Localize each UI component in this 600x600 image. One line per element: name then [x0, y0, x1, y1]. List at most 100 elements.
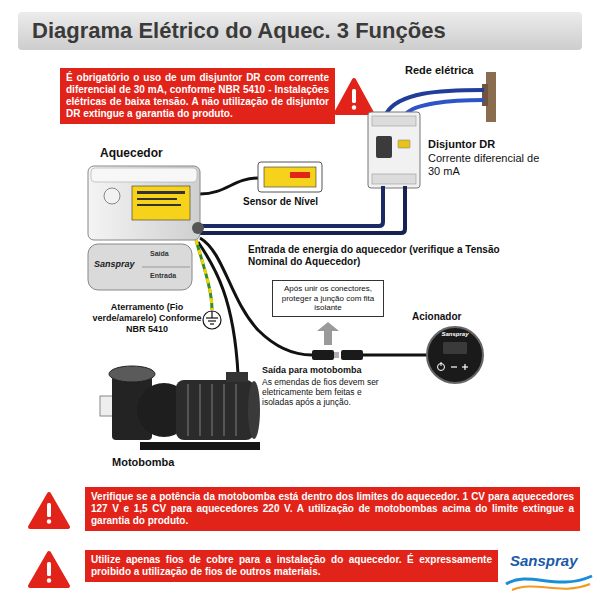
- minus-icon: [451, 366, 457, 367]
- ground-wire: [196, 240, 212, 310]
- motor-fin: [235, 384, 237, 436]
- terminal-box: [226, 372, 248, 382]
- strainer-lid: [109, 366, 155, 382]
- warning-triangle: [30, 494, 68, 527]
- ground-wire-stripe: [196, 240, 212, 310]
- exclamation-bar: [352, 89, 356, 103]
- logo-wave: [506, 576, 592, 584]
- plus-icon: [464, 364, 465, 370]
- motor-fin: [223, 384, 225, 436]
- ground-line: [206, 317, 218, 318]
- heater-sticker: [132, 186, 190, 220]
- part-label: Acionador: [412, 311, 492, 323]
- cable-gland: [192, 222, 204, 234]
- motor-body: [176, 380, 254, 440]
- plug: [312, 350, 334, 360]
- box-text: É obrigatório o uso de um disjuntor DR c…: [66, 72, 329, 120]
- box-text: Verifique se a potência da motobomba est…: [91, 491, 574, 527]
- power-icon: [441, 362, 442, 366]
- part-label: Sensor de Nível: [243, 196, 353, 208]
- ground-line: [210, 323, 214, 324]
- grid-wall: [482, 72, 496, 122]
- rcd-breaker: [368, 112, 420, 188]
- warning-icon: [30, 553, 68, 586]
- sensor-mark: [290, 172, 310, 178]
- ground-circle: [203, 311, 221, 329]
- part-note: Corrente diferencial de 30 mA: [428, 152, 553, 178]
- title-text: Diagrama Elétrico do Aquec. 3 Funções: [32, 14, 446, 48]
- sensor-cable: [200, 178, 258, 194]
- sensor-body: [258, 162, 322, 192]
- sensor-label: [264, 167, 316, 187]
- brand-mark: Sanspray: [435, 331, 475, 338]
- motor-fin: [187, 384, 189, 436]
- motor-fin: [211, 384, 213, 436]
- heater-body: [88, 166, 200, 240]
- callout-arrow-shaft: [324, 330, 332, 345]
- controller-body: [427, 327, 483, 383]
- box-text: Utilize apenas fios de cobre para a inst…: [91, 554, 492, 578]
- supply-cable: [200, 186, 405, 233]
- pipe-divider: [142, 267, 190, 268]
- warning-triangle: [30, 553, 68, 586]
- warning-icon: [30, 494, 68, 527]
- breaker-terminals: [372, 174, 416, 184]
- wall-bracket: [482, 84, 488, 106]
- part-label: Aquecedor: [100, 146, 200, 160]
- sticker-line: [137, 204, 181, 206]
- logo-wave: [512, 584, 590, 590]
- part-label: Saída para motobomba: [262, 365, 392, 376]
- exclamation-dot: [47, 578, 51, 582]
- pump-cable: [198, 242, 238, 374]
- breaker-toggle: [376, 136, 392, 158]
- warning-box: Verifique se a potência da motobomba est…: [85, 487, 580, 531]
- warning-box: Utilize apenas fios de cobre para a inst…: [85, 550, 498, 582]
- heater-pipe: [88, 244, 192, 290]
- warning-icon: [336, 80, 372, 113]
- breaker-body: [368, 112, 420, 188]
- exclamation-bar: [47, 562, 51, 576]
- motor-fin: [199, 384, 201, 436]
- supply-wire: [386, 90, 484, 114]
- box-text: Após unir os conectores, proteger a junç…: [277, 284, 379, 313]
- plug-pin: [334, 352, 339, 358]
- level-sensor: [258, 162, 322, 192]
- heater-lid: [91, 168, 197, 182]
- pump: [100, 366, 260, 450]
- part-label: Aterramento (Fio verde/amarelo) Conforme…: [92, 302, 202, 334]
- exclamation-bar: [47, 503, 51, 517]
- heater: [88, 166, 204, 290]
- part-label: Motobomba: [112, 456, 212, 469]
- part-label: Entrada de energia do aquecedor (verifiq…: [248, 244, 503, 268]
- motor-endcap: [248, 381, 260, 439]
- title-band: [18, 12, 582, 50]
- socket: [341, 350, 363, 360]
- brand-logo: Sanspray: [510, 552, 594, 570]
- exclamation-dot: [47, 519, 51, 523]
- ground-symbol: [203, 311, 221, 329]
- test-button: [398, 140, 410, 148]
- pump-base: [140, 442, 260, 450]
- note-text: As emendas de fios devem ser eletricamen…: [262, 377, 387, 408]
- sticker-line: [137, 191, 185, 194]
- exclamation-dot: [352, 105, 356, 109]
- ground-line: [208, 320, 216, 321]
- controller: [427, 327, 483, 383]
- part-label: Disjuntor DR: [428, 138, 568, 151]
- callout-box: Após unir os conectores, proteger a junç…: [272, 280, 384, 317]
- callout-arrow-head: [317, 322, 339, 331]
- pipe-label: Saída: [150, 250, 190, 258]
- ground-line: [211, 311, 212, 318]
- brand-mark: Sanspray: [94, 259, 146, 270]
- sticker-line: [137, 198, 177, 200]
- connector: [312, 350, 363, 360]
- warning-box: É obrigatório o uso de um disjuntor DR c…: [60, 68, 335, 124]
- heater-knob: [104, 188, 120, 204]
- control-cable: [363, 354, 428, 357]
- breaker-terminals: [372, 116, 416, 126]
- controller-display: [443, 342, 467, 354]
- part-label: Rede elétrica: [405, 64, 495, 77]
- warning-triangle: [336, 80, 372, 113]
- pipe-label: Entrada: [150, 272, 190, 280]
